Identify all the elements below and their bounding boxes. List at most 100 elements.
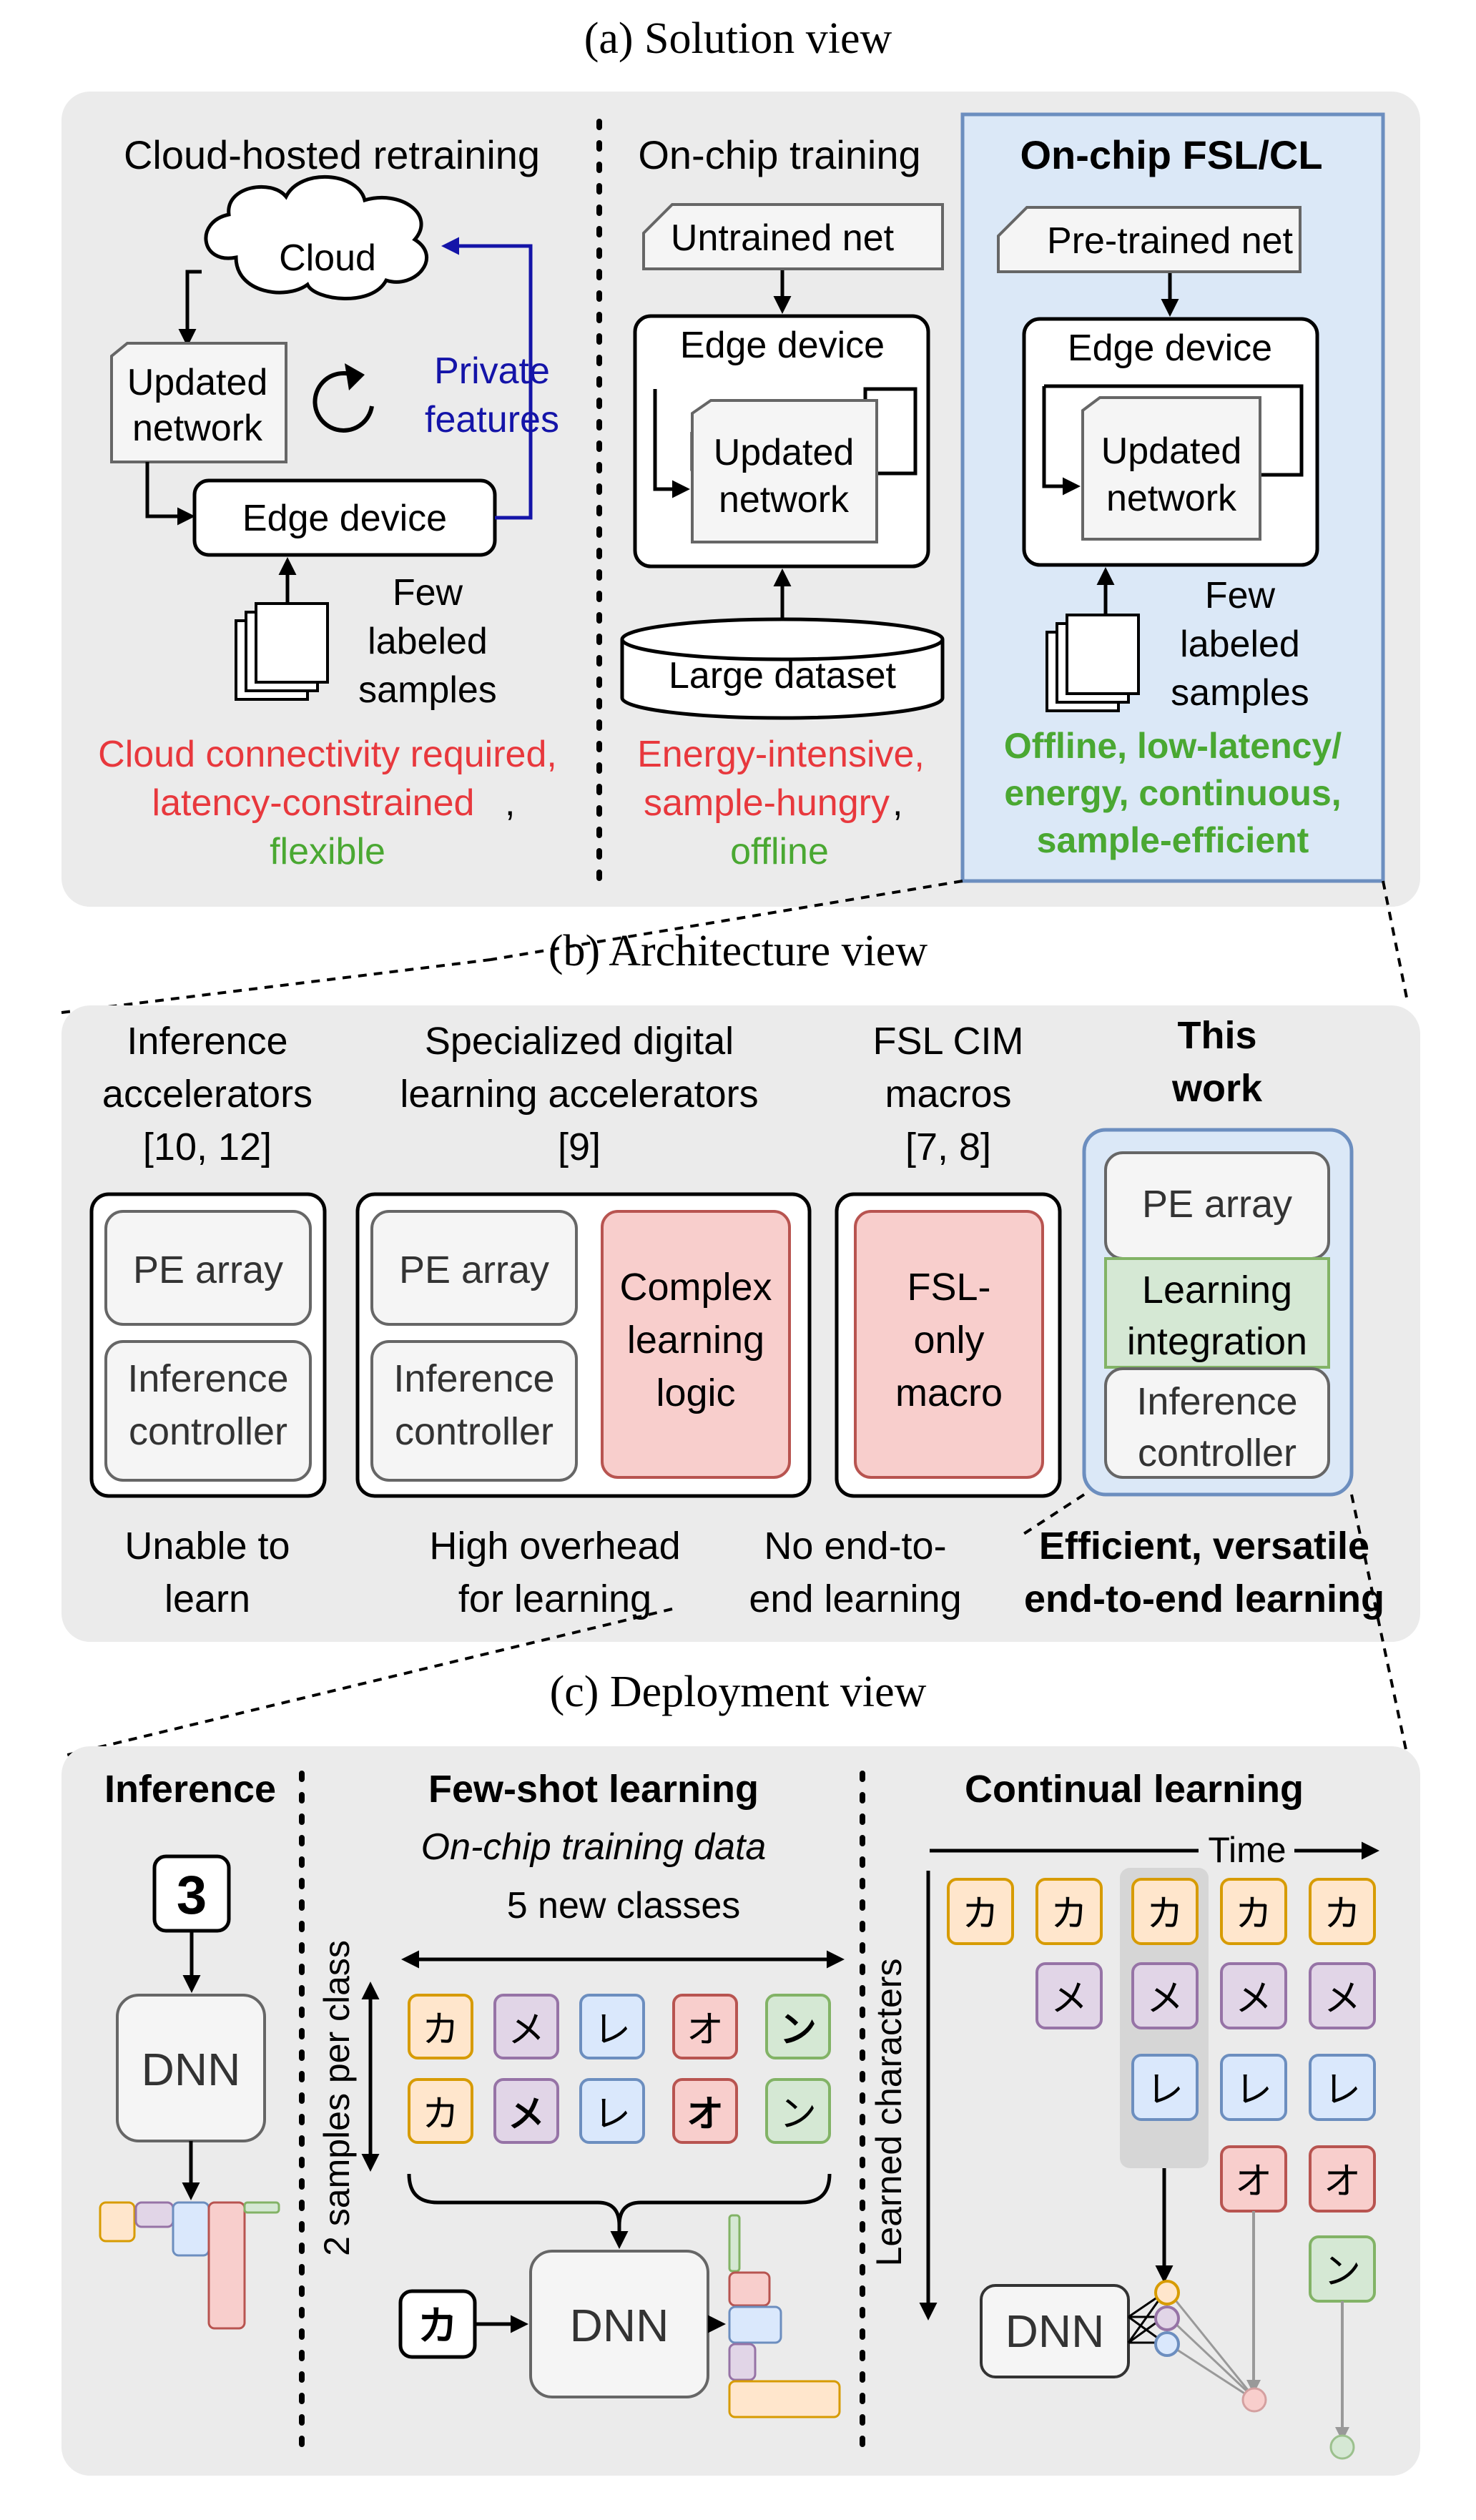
dnn-block	[980, 2284, 1130, 2378]
fsl-only-macro-block	[854, 1210, 1044, 1479]
few-samples-label: samples	[1171, 672, 1309, 714]
fsl-pros-text: Offline, low-latency/	[1004, 726, 1342, 766]
fsl-subtitle: On-chip training data	[421, 1826, 767, 1868]
edge-device-label: Edge device	[680, 325, 885, 366]
output-bars-icon	[99, 2201, 280, 2330]
sample-card-green	[765, 2078, 831, 2144]
cloud-cons-text: Cloud connectivity required,	[98, 734, 557, 775]
arch-title: Inference	[127, 1020, 287, 1063]
cloud-cons-text: latency-constrained	[152, 782, 475, 824]
onchip-cons-text: sample-hungry	[644, 782, 890, 824]
zoom-line-left	[490, 880, 963, 961]
inference-controller-block	[370, 1340, 578, 1482]
pe-array-label: PE array	[1142, 1183, 1292, 1226]
pe-array-label: PE array	[399, 1249, 549, 1291]
cl-glyph: カ	[1051, 1894, 1088, 1935]
sample-glyph: メ	[508, 2094, 545, 2135]
sample-glyph: ン	[779, 2009, 817, 2051]
caption-deployment-view: (c) Deployment view	[550, 1668, 927, 1716]
sample-glyph: ン	[779, 2094, 817, 2135]
retrain-cycle-arrowhead	[345, 363, 365, 390]
sample-card-orange	[408, 2078, 473, 2144]
deploy-inference-title: Inference	[104, 1768, 276, 1811]
cl-glyph: ン	[1324, 2251, 1361, 2293]
cl-grid: カ カ カ カ カ メ メ メ メ レ レ レ オ オ	[947, 1878, 1376, 2303]
dataset-label: Large dataset	[669, 655, 897, 697]
sample-glyph: メ	[508, 2009, 545, 2051]
zoom-line-b-left	[1021, 1493, 1086, 1536]
retrain-cycle-icon	[313, 371, 374, 433]
caption-solution-view: (a) Solution view	[584, 14, 892, 63]
learning-integration-label: Learning	[1142, 1269, 1292, 1311]
cl-card-orange	[1035, 1878, 1103, 1945]
sample-card-green	[765, 1994, 831, 2059]
fsl-pros-text: energy, continuous,	[1004, 773, 1341, 813]
arch-note: end learning	[749, 1578, 961, 1620]
inference-controller-label: Inference	[1136, 1380, 1297, 1423]
samples-stack-icon	[235, 602, 329, 701]
samples-per-class-label: 2 samples per class	[317, 1940, 357, 2256]
dnn-label: DNN	[570, 2300, 669, 2351]
dnn-label: DNN	[1005, 2305, 1105, 2357]
cl-card-orange	[1220, 1878, 1287, 1945]
complex-logic-label: logic	[656, 1372, 735, 1414]
cl-card-purple	[1035, 1962, 1103, 2029]
database-icon	[620, 617, 945, 720]
cloud-comma: ,	[505, 782, 515, 824]
cloud-to-network-arrow	[178, 270, 202, 347]
cl-card-orange	[1309, 1878, 1376, 1945]
cl-glyph: カ	[1235, 1894, 1272, 1935]
onchip-fsl-column: On-chip FSL/CL Pre-trained net Edge devi…	[960, 112, 1385, 883]
edge-device-label: Edge device	[1068, 328, 1272, 369]
inference-controller-label: controller	[1138, 1432, 1297, 1475]
few-samples-label: Few	[393, 572, 463, 614]
onchip-cons-text: Energy-intensive,	[637, 734, 925, 775]
cl-card-purple	[1131, 1962, 1199, 2029]
inference-controller-label: Inference	[127, 1357, 288, 1400]
sample-card-blue	[579, 2078, 645, 2144]
cloud-icon	[204, 174, 429, 300]
pretrained-net-label: Pre-trained net	[1047, 220, 1294, 262]
sample-card-red	[672, 1994, 738, 2059]
edge-device-label: Edge device	[242, 498, 447, 539]
time-label-bg	[1199, 1834, 1294, 1868]
cl-glyph: カ	[1146, 1894, 1184, 1935]
sample-card-purple	[493, 2078, 559, 2144]
updated-network-box	[110, 342, 287, 463]
arch-title: [9]	[558, 1126, 601, 1168]
private-features-label: features	[425, 399, 559, 440]
untrained-net-label: Untrained net	[671, 217, 895, 259]
sample-glyph: オ	[687, 2094, 724, 2135]
inference-controller-label: Inference	[393, 1357, 554, 1400]
deploy-few-shot: Few-shot learning On-chip training data …	[317, 1768, 845, 2418]
updated-network-label: network	[719, 479, 850, 521]
fsl-only-macro-label: macro	[895, 1372, 1003, 1414]
arch-title: work	[1171, 1067, 1263, 1110]
sample-glyph: オ	[687, 2009, 724, 2051]
learning-integration-label: integration	[1127, 1320, 1307, 1363]
cl-card-blue	[1220, 2054, 1287, 2121]
updated-network-box	[691, 399, 878, 543]
pe-array-block	[370, 1210, 578, 1326]
caption-architecture-view: (b) Architecture view	[548, 927, 928, 975]
fsl-col-title: On-chip FSL/CL	[1020, 132, 1322, 177]
zoom-line-b-right	[1350, 1494, 1409, 1757]
cl-glyph: メ	[1324, 1978, 1361, 2019]
cl-card-purple	[1220, 1962, 1287, 2029]
arch-note: end-to-end learning	[1024, 1578, 1384, 1620]
sample-glyph: レ	[594, 2094, 631, 2135]
fsl-sample-grid: カ メ レ オ ン カ メ レ オ ン	[408, 1994, 831, 2144]
onchip-pro-text: offline	[730, 831, 829, 872]
arch-title: [10, 12]	[143, 1126, 272, 1168]
fsl-output-bars-icon	[728, 2214, 841, 2418]
cl-glyph: メ	[1235, 1978, 1272, 2019]
sample-glyph: カ	[422, 2009, 459, 2051]
fsl-loop-arrow	[1042, 386, 1081, 496]
fsl-loop-line	[1044, 384, 1304, 477]
class-node-purple	[1154, 2305, 1180, 2331]
complex-logic-label: learning	[627, 1319, 764, 1362]
pretrained-net-box	[997, 206, 1302, 273]
onchip-loop-arrow	[653, 389, 690, 498]
updated-network-label: network	[132, 408, 263, 449]
